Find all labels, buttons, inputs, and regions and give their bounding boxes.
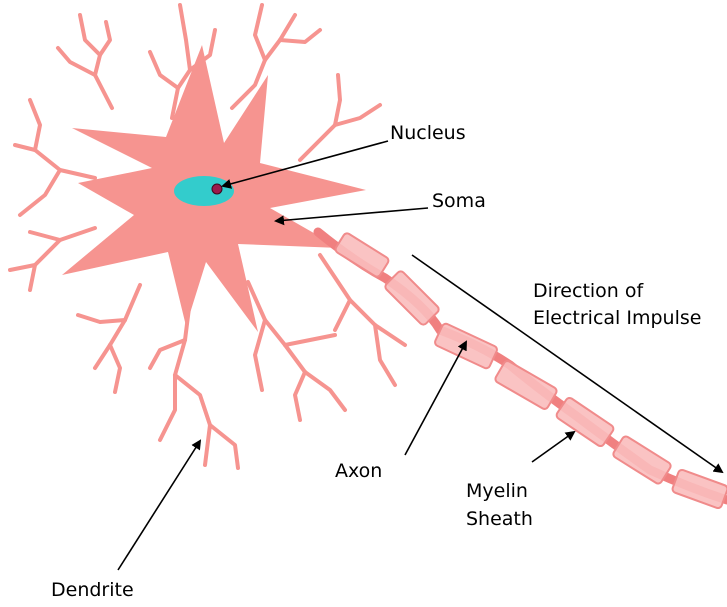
direction-label-line2: Electrical Impulse <box>533 305 701 332</box>
soma-label: Soma <box>432 189 486 213</box>
direction-label-line1: Direction of <box>533 278 701 305</box>
dendrite-arrow <box>118 441 200 570</box>
dendrite-label: Dendrite <box>51 578 134 602</box>
nucleolus-shape <box>212 184 222 194</box>
myelin-sheath-label: Myelin Sheath <box>466 477 533 533</box>
soma-arrow <box>276 208 428 221</box>
nucleus-shape <box>174 176 234 206</box>
myelin-arrow <box>532 432 574 462</box>
myelin-label-line2: Sheath <box>466 505 533 533</box>
axon-arrow <box>405 342 466 455</box>
direction-label: Direction of Electrical Impulse <box>533 278 701 332</box>
myelin-sheath <box>334 232 727 509</box>
myelin-label-line1: Myelin <box>466 477 533 505</box>
nucleus-label: Nucleus <box>390 121 466 145</box>
axon-label: Axon <box>335 459 382 483</box>
